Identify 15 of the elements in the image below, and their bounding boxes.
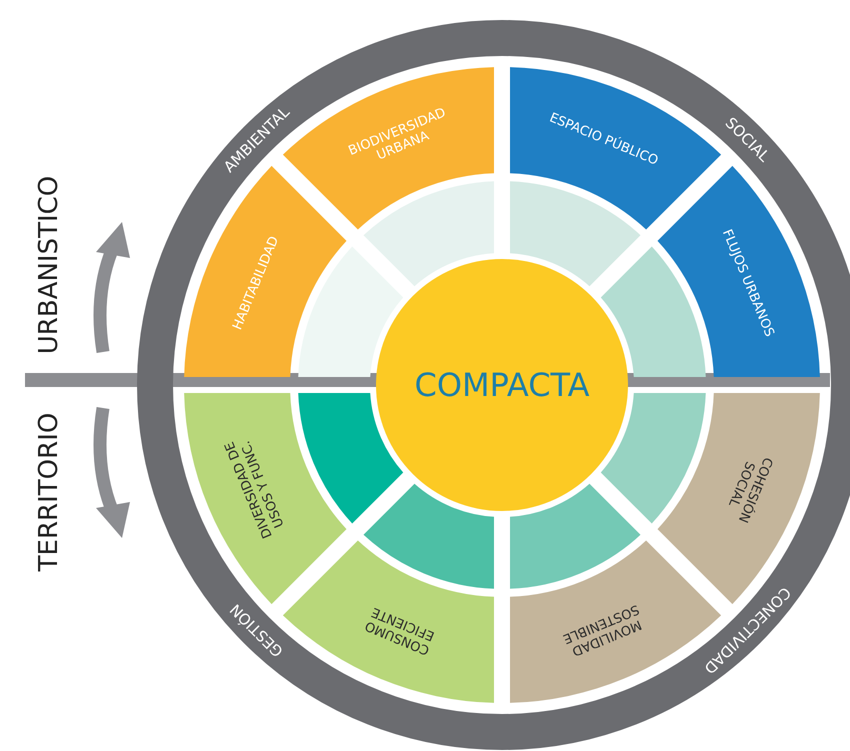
ring-segment bbox=[600, 393, 706, 524]
ring-segment bbox=[298, 246, 404, 377]
ring-segment bbox=[364, 484, 494, 589]
center-label: COMPACTA bbox=[414, 366, 590, 404]
axis-label: TERRITORIO bbox=[35, 412, 65, 572]
ring-segment bbox=[364, 181, 494, 286]
ring-segment bbox=[282, 540, 494, 703]
ring-segment bbox=[298, 393, 404, 524]
ring-segment bbox=[510, 67, 722, 230]
ring-segment bbox=[658, 166, 820, 377]
axis-label: URBANISTICO bbox=[35, 176, 65, 354]
ring-segment bbox=[600, 246, 706, 377]
ring-segment bbox=[510, 181, 640, 286]
ring-segment bbox=[510, 484, 640, 589]
ring-segment bbox=[184, 393, 346, 604]
